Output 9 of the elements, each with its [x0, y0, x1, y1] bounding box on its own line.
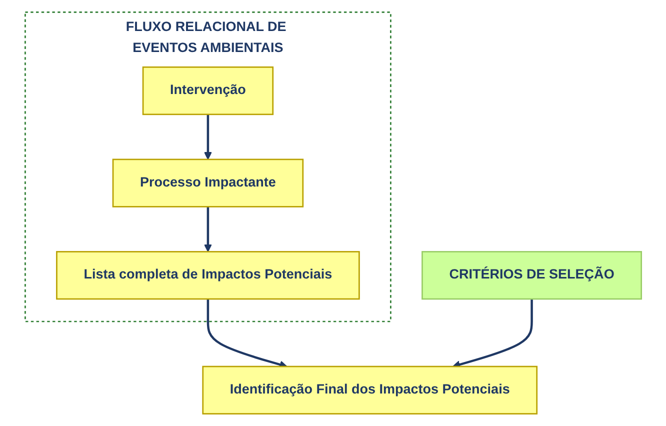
node-box: CRITÉRIOS DE SELEÇÃO [421, 251, 642, 300]
node-box: Intervenção [142, 66, 274, 116]
node-box: Lista completa de Impactos Potenciais [56, 251, 360, 300]
node-box: Identificação Final dos Impactos Potenciais [202, 366, 538, 414]
arrow [204, 114, 212, 160]
arrow [452, 298, 533, 368]
arrow [204, 206, 212, 252]
node-box: Processo Impactante [112, 158, 304, 208]
arrow [206, 298, 288, 368]
